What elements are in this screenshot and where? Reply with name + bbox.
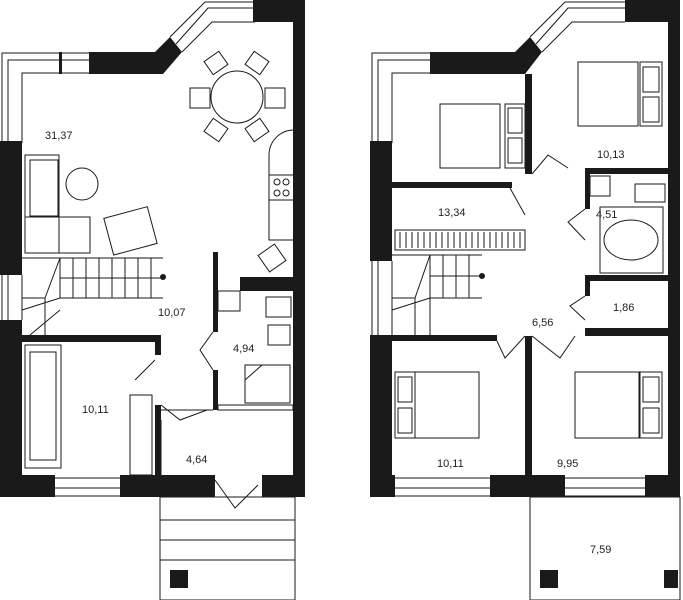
wall <box>585 328 668 336</box>
room-area-label: 10,11 <box>82 404 109 416</box>
wall <box>370 475 395 497</box>
window <box>371 261 393 335</box>
doors <box>134 331 214 421</box>
window <box>395 477 490 497</box>
wall <box>585 281 590 296</box>
sofa <box>24 154 91 254</box>
wall <box>525 336 532 476</box>
wall <box>213 370 218 410</box>
wall <box>22 335 157 342</box>
wall <box>625 0 680 22</box>
window-frame <box>371 52 430 143</box>
bed <box>394 371 480 439</box>
room-area-label: 10,07 <box>158 307 186 319</box>
partition <box>160 409 213 475</box>
wall <box>525 74 532 174</box>
wall <box>0 475 55 497</box>
kitchen-counter <box>257 129 294 273</box>
wall <box>585 275 668 281</box>
wall <box>370 335 392 488</box>
bed <box>574 371 663 439</box>
bed <box>577 61 663 127</box>
room-area-label: 6,56 <box>532 317 553 329</box>
entry-door <box>214 479 259 509</box>
ground-floor-plan: 31,37 10,07 4,94 10,11 4,64 <box>0 0 305 600</box>
balcony <box>529 496 681 600</box>
armchair <box>103 206 158 256</box>
room-area-label: 13,34 <box>438 207 466 219</box>
column <box>170 570 188 588</box>
wall <box>392 335 497 341</box>
wall <box>370 141 392 261</box>
room-area-label: 4,94 <box>233 343 254 355</box>
bathroom-fixtures <box>217 290 292 404</box>
wardrobe-hangers <box>399 232 521 248</box>
doors <box>496 154 586 359</box>
wall <box>585 174 590 209</box>
wall <box>240 277 293 291</box>
wall <box>645 475 680 497</box>
window <box>1 275 23 320</box>
wall <box>293 0 305 488</box>
wall <box>120 475 215 497</box>
wall <box>262 475 305 497</box>
wall <box>217 404 294 411</box>
room-area-label: 4,64 <box>186 454 207 466</box>
wall <box>155 335 161 355</box>
bedroom-sofa <box>24 344 62 469</box>
wardrobe <box>394 229 526 251</box>
wall <box>253 0 305 22</box>
room-area-label: 4,51 <box>596 209 617 221</box>
wardrobe <box>129 394 153 476</box>
bay-window <box>169 1 255 53</box>
window <box>565 477 645 497</box>
wall <box>392 182 512 188</box>
window <box>55 477 120 497</box>
wall <box>0 141 22 275</box>
upper-floor-plan: 13,34 10,13 4,51 6,56 1,86 10,11 9,95 7,… <box>370 0 681 600</box>
porch <box>159 496 296 600</box>
room-area-label: 1,86 <box>613 302 634 314</box>
porch-steps <box>160 519 295 561</box>
wall <box>490 475 565 497</box>
wall <box>668 0 680 488</box>
bathroom-fixtures <box>589 175 666 274</box>
room-area-label: 10,11 <box>437 458 464 470</box>
coffee-table <box>65 167 99 201</box>
wall <box>155 405 161 475</box>
dining-table <box>210 70 264 124</box>
room-area-label: 7,59 <box>590 544 611 556</box>
column <box>664 570 678 588</box>
wall <box>585 168 668 174</box>
bed <box>439 103 526 169</box>
wall <box>0 320 22 488</box>
room-area-label: 31,37 <box>45 130 73 142</box>
room-area-label: 9,95 <box>557 458 578 470</box>
staircase <box>391 254 485 335</box>
wall <box>89 37 182 74</box>
window-mullion <box>59 52 62 74</box>
wall <box>213 252 218 332</box>
dining-chairs <box>189 50 286 143</box>
staircase <box>21 257 166 336</box>
bay-window <box>529 1 625 53</box>
column <box>540 570 558 588</box>
wall <box>430 37 542 74</box>
room-area-label: 10,13 <box>597 149 625 161</box>
